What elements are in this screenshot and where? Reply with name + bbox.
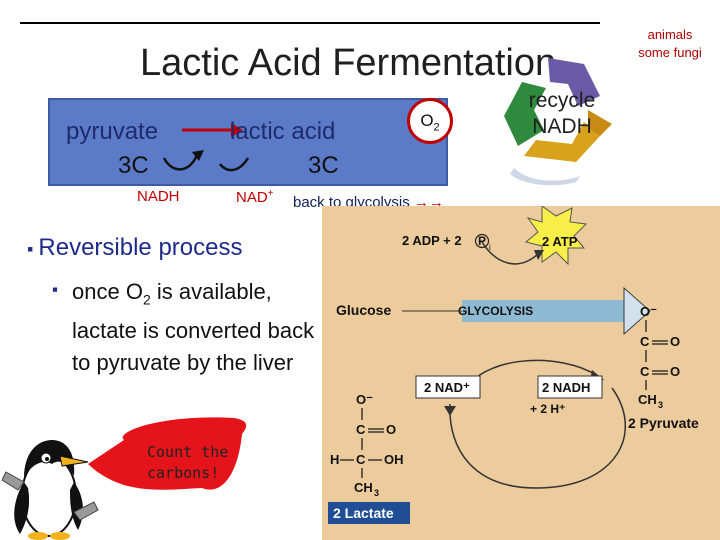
- square-bullet-icon: ▪: [27, 239, 39, 259]
- recycle-icon: [504, 58, 612, 186]
- bullet-liver: once O2 is available, lactate is convert…: [72, 279, 315, 376]
- atp-label: 2 ATP: [542, 234, 578, 249]
- pyruvate-label: 2 Pyruvate: [628, 415, 699, 431]
- atp-burst-icon: [524, 206, 588, 266]
- pyr-o2: O: [670, 364, 680, 379]
- nad-in-label: 2 NAD⁺: [424, 380, 470, 395]
- glucose-label: Glucose: [336, 302, 391, 318]
- pyr-o-minus: O⁻: [640, 304, 657, 319]
- carbons-left-label: 3C: [118, 152, 149, 179]
- lactic-acid-label: lactic acid: [230, 118, 336, 145]
- nadh-label: NADH: [137, 188, 180, 205]
- lac-c2: C: [356, 452, 366, 467]
- diagram-canvas: P i 2 ADP + 2 2 ATP Glucose GLYCOLYSIS 2…: [328, 206, 699, 524]
- note-fungi: some fungi: [638, 45, 702, 60]
- lac-oh: OH: [384, 452, 404, 467]
- glycolysis-label: GLYCOLYSIS: [458, 304, 533, 318]
- pi-subscript: i: [489, 243, 491, 252]
- title-rule: [20, 22, 600, 24]
- lac-ch3-sub: 3: [374, 488, 379, 498]
- nadh-box: [537, 375, 603, 399]
- lac-ch3: CH: [354, 480, 373, 495]
- bullet-reversible: ▪ Reversible process: [27, 234, 243, 261]
- nad-box: [415, 375, 481, 399]
- o2-subscript: 2: [433, 121, 440, 134]
- lac-c1: C: [356, 422, 366, 437]
- sub-o2-subscript: 2: [142, 291, 151, 308]
- glycolysis-bar: [462, 300, 630, 322]
- lac-o: O: [386, 422, 396, 437]
- arrowhead-icon: [534, 250, 544, 260]
- recycle-nadh-label: recycle NADH: [528, 89, 596, 138]
- pyr-ch3: CH: [638, 392, 657, 407]
- nadh-out-label: 2 NADH: [542, 380, 590, 395]
- lac-o-minus: O⁻: [356, 392, 373, 407]
- lactate-label: 2 Lactate: [333, 505, 394, 521]
- speech-bubble: [88, 417, 247, 490]
- pi-label: P: [478, 234, 486, 248]
- reaction-arrow-icon: [162, 123, 250, 172]
- organism-note: animals some fungi: [622, 26, 718, 62]
- pyr-ch3-sub: 3: [658, 400, 663, 410]
- square-bullet-icon: ▪: [52, 280, 59, 299]
- carbons-right-label: 3C: [308, 152, 339, 179]
- penguin-mascot-icon: [2, 417, 247, 540]
- atp-curve: [481, 241, 539, 265]
- reaction-banner: pyruvate lactic acid 3C 3C: [48, 98, 448, 186]
- nad-label: NAD+: [236, 188, 274, 206]
- pyruvate-label: pyruvate: [66, 118, 159, 145]
- pyr-c2: C: [640, 364, 650, 379]
- h-plus-label: + 2 H⁺: [530, 402, 565, 416]
- callout-text: Count the carbons!: [147, 443, 229, 482]
- phosphate-circle: [474, 233, 490, 249]
- cycle-lower-arc: [449, 387, 627, 489]
- note-animals: animals: [647, 27, 693, 42]
- nad-superscript: +: [267, 188, 274, 199]
- pyr-c1: C: [640, 334, 650, 349]
- arrowhead-icon: [444, 406, 456, 416]
- oxygen-icon: O2: [407, 98, 453, 144]
- lactate-box: [328, 502, 410, 524]
- glycolysis-diagram: P i 2 ADP + 2 2 ATP Glucose GLYCOLYSIS 2…: [322, 206, 720, 540]
- lac-h: H: [330, 452, 339, 467]
- slide-title: Lactic Acid Fermentation: [140, 42, 557, 84]
- glycolysis-arrow-icon: [623, 286, 651, 336]
- adp-label: 2 ADP + 2: [402, 233, 462, 248]
- pyr-o1: O: [670, 334, 680, 349]
